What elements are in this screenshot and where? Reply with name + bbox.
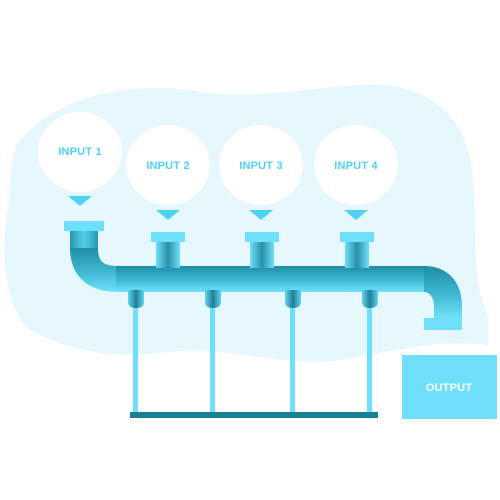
input-1-label: INPUT 1 bbox=[58, 146, 102, 158]
input-stub-3 bbox=[245, 232, 279, 268]
stand-base-bar bbox=[130, 412, 378, 418]
input-1-bubble: INPUT 1 bbox=[38, 112, 122, 206]
outlet-flange bbox=[424, 318, 462, 330]
pipe-joint-4 bbox=[362, 290, 378, 308]
input-4-bubble: INPUT 4 bbox=[314, 125, 398, 220]
stand-leg-1 bbox=[133, 300, 138, 415]
pipe-joint-1 bbox=[128, 290, 144, 308]
input-2-label: INPUT 2 bbox=[146, 160, 190, 172]
stand-legs bbox=[133, 300, 372, 415]
input-4-label: INPUT 4 bbox=[334, 160, 378, 172]
inlet-flange-1 bbox=[64, 221, 104, 231]
stand-leg-4 bbox=[367, 300, 372, 415]
input-3-arrow-icon bbox=[249, 210, 273, 220]
input-stub-2 bbox=[151, 232, 185, 268]
pipe-joint-2 bbox=[205, 290, 221, 308]
input-3-bubble: INPUT 3 bbox=[219, 125, 303, 220]
input-stub-4 bbox=[340, 232, 374, 268]
output-box: OUTPUT bbox=[402, 355, 497, 419]
stand-leg-2 bbox=[210, 300, 215, 415]
stand-leg-3 bbox=[290, 300, 295, 415]
input-3-label: INPUT 3 bbox=[239, 160, 283, 172]
input-4-arrow-icon bbox=[344, 210, 368, 220]
main-pipe bbox=[64, 221, 462, 330]
input-2-bubble: INPUT 2 bbox=[126, 125, 210, 220]
input-1-arrow-icon bbox=[68, 196, 92, 206]
input-2-arrow-icon bbox=[156, 210, 180, 220]
pipe-joints bbox=[128, 290, 378, 308]
output-label: OUTPUT bbox=[426, 382, 473, 394]
pipe-joint-3 bbox=[285, 290, 301, 308]
